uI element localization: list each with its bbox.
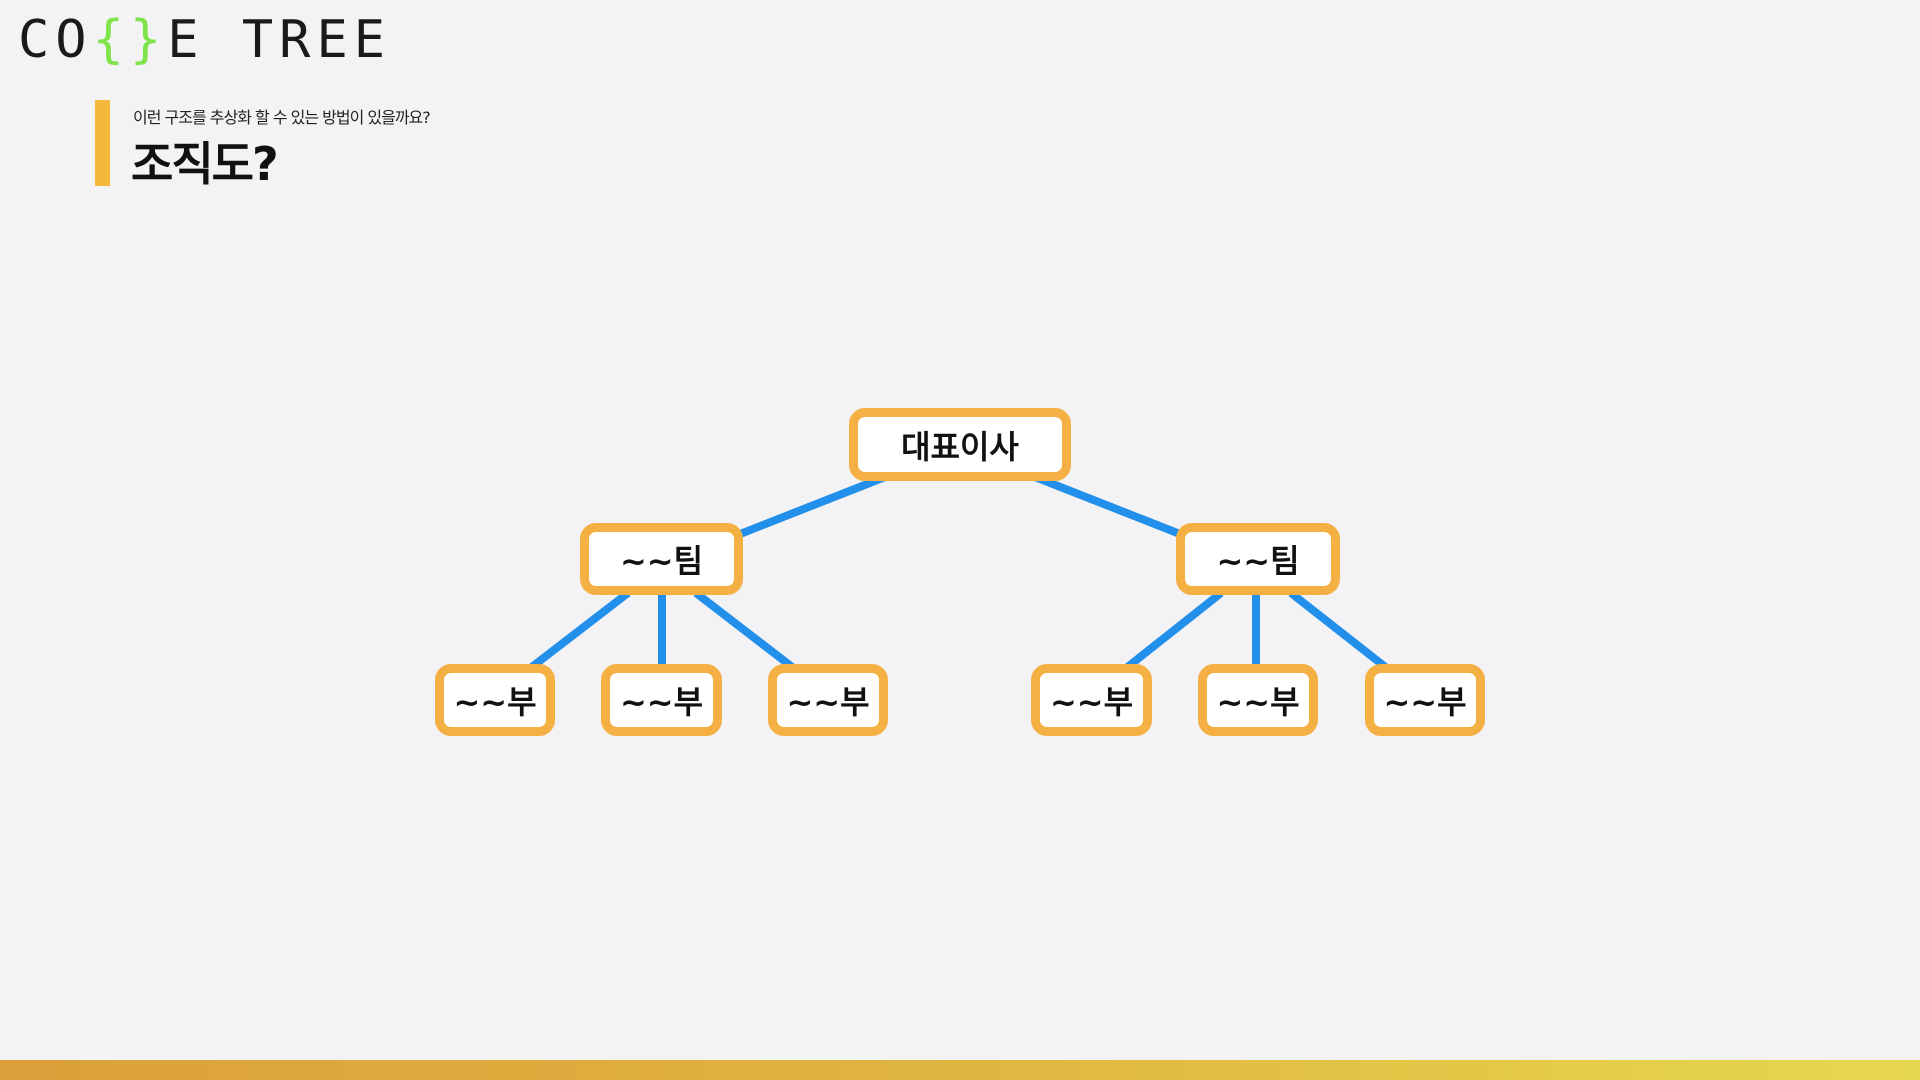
edge-root-team-2 xyxy=(1033,473,1187,540)
edge-team-1-dept-1 xyxy=(521,589,631,677)
edge-team-2-dept-3 xyxy=(1288,589,1396,677)
org-node-dept: ~~부 xyxy=(435,664,555,736)
title-accent-bar xyxy=(95,100,110,186)
org-node-ceo: 대표이사 xyxy=(849,408,1071,481)
org-node-dept: ~~부 xyxy=(768,664,888,736)
edge-team-1-dept-3 xyxy=(693,589,803,677)
org-node-dept: ~~부 xyxy=(601,664,722,736)
org-node-team-2: ~~팀 xyxy=(1176,523,1340,595)
footer-gradient-bar xyxy=(0,1060,1920,1080)
edge-root-team-1 xyxy=(733,473,887,540)
org-node-team-1: ~~팀 xyxy=(580,523,743,595)
page-subtitle: 이런 구조를 추상화 할 수 있는 방법이 있을까요? xyxy=(133,108,431,127)
org-node-dept: ~~부 xyxy=(1365,664,1485,736)
code-tree-logo: CO{}E TREE xyxy=(18,10,392,70)
org-node-dept: ~~부 xyxy=(1198,664,1318,736)
org-node-dept: ~~부 xyxy=(1031,664,1152,736)
edge-team-2-dept-1 xyxy=(1117,589,1224,677)
page-title: 조직도? xyxy=(131,137,279,191)
